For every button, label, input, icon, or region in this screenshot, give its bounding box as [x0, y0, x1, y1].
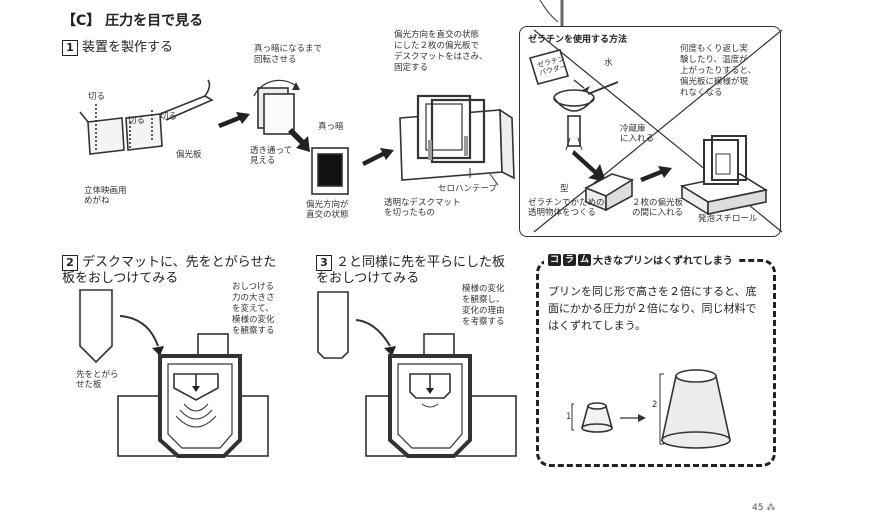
gelatin-mold: [584, 173, 634, 212]
gelatin-note: 何度もくり返し実 験したり、温度が 上がったりすると、 偏光板に模様が現 れなく…: [680, 44, 757, 98]
pointed-plate: [79, 289, 113, 364]
cut-label-2: 切る: [128, 116, 146, 126]
small-pudding: [571, 402, 614, 433]
pointed-plate-label: 先をとがら せた板: [76, 370, 119, 390]
gelatin-panel: [519, 26, 781, 237]
column-text: プリンを同じ形で高さを２倍にすると、底面にかかる圧力が２倍になり、同じ材料ではく…: [548, 285, 757, 332]
dark-polarizers: [311, 147, 349, 195]
cross-line-2: [533, 29, 783, 233]
flat-plate: [317, 291, 349, 359]
gelatin-pack: [528, 49, 570, 85]
arrow-2: [288, 128, 310, 152]
press-apparatus-2: [117, 333, 269, 458]
gelatin-title: ゼラチンを使用する方法: [528, 35, 628, 45]
styrofoam-block: [679, 135, 769, 216]
water-label: 水: [604, 58, 613, 68]
tape-label: セロハンテープ: [438, 184, 497, 194]
press-apparatus-3: [365, 333, 517, 458]
glasses-illustration: [79, 79, 214, 155]
column-badge-2: ラ: [563, 253, 577, 266]
rotate-label: 真っ暗になるまで 回転させる: [254, 44, 323, 65]
clamp-block: [399, 94, 515, 181]
transparent-label: 透き通って 見える: [250, 146, 293, 166]
cut-label-1: 切る: [88, 92, 106, 102]
observe-label: 模様の変化 を観察し、 変化の理由 を考察する: [462, 284, 505, 327]
step3-title: ２と同様に先を平らにした板 をおしつけてみる: [316, 255, 506, 286]
column-title: 大きなプリンはくずれてしまう: [593, 256, 733, 267]
deskmat-label: 透明なデスクマット を切ったもの: [384, 198, 461, 218]
arrow-5: [640, 166, 672, 182]
step2-title: デスクマットに、先をとがらせた 板をおしつけてみる: [62, 255, 277, 286]
dark-label: 真っ暗: [318, 122, 344, 132]
column-badge-3: ム: [578, 253, 592, 266]
step1-number: 1: [62, 40, 78, 56]
scale-2-label: 2: [652, 400, 658, 410]
large-pudding: [659, 369, 731, 449]
arrow-4: [572, 150, 606, 182]
page-number: 45 ⁂: [752, 503, 776, 513]
step1-title: 装置を製作する: [82, 40, 174, 55]
crossed-label: 偏光方向が 直交の状態: [306, 200, 349, 220]
cut-label-3: 切る: [160, 112, 178, 122]
mold-label: 型: [560, 184, 569, 194]
scale-1-label: 1: [566, 412, 572, 422]
arrow-3: [362, 148, 394, 166]
step1-heading: 1 装置を製作する: [62, 40, 173, 56]
rotating-polarizers: [253, 79, 300, 135]
force-label: おしつける 力の大きさ を変えて、 模様の変化 を観察する: [232, 282, 275, 336]
polarizer-label: 偏光板: [176, 150, 202, 160]
column-heading: コ ラ ム 大きなプリンはくずれてしまう: [544, 252, 737, 267]
column-badge-1: コ: [548, 253, 562, 266]
sandwich-label: 偏光方向を直交の状態 にした２枚の偏光板で デスクマットをはさみ、 固定する: [394, 30, 488, 73]
styrofoam-label: 発泡スチロール: [698, 214, 758, 224]
between-label: ２枚の偏光板 の間に入れる: [632, 198, 684, 218]
section-title: 【C】 圧力を目で見る: [62, 13, 204, 29]
fridge-label: 冷蔵庫 に入れる: [620, 124, 655, 144]
gelatin-pan: [553, 81, 619, 151]
glasses-label: 立体映画用 めがね: [84, 186, 127, 206]
arrow-1: [218, 112, 250, 128]
make-label: ゼラチンでかための 透明物体をつくる: [528, 198, 605, 218]
